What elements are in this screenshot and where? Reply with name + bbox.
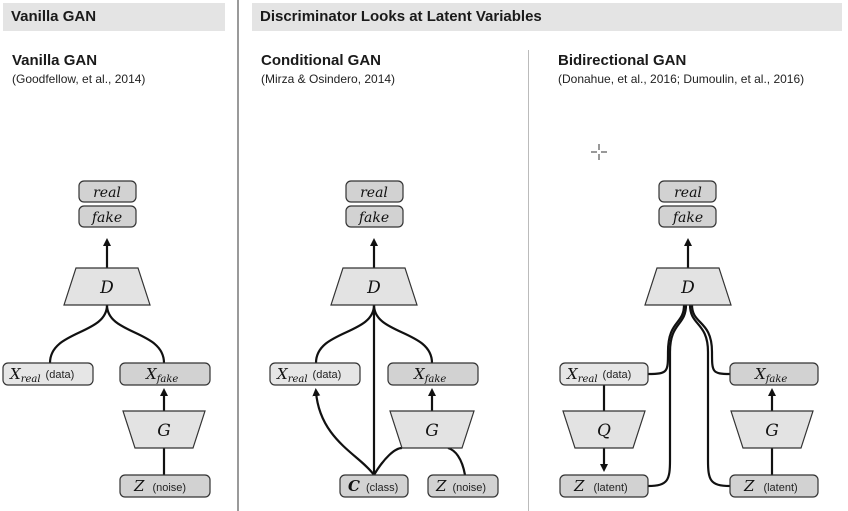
- fake-box: [78, 205, 137, 228]
- z-latent-g-label: Z(latent): [743, 477, 798, 495]
- generator-label: G: [425, 421, 439, 441]
- x-fake-label: Xfake: [145, 365, 178, 385]
- real-box: [78, 180, 137, 203]
- divider-main: [237, 0, 239, 511]
- generator-block: [389, 410, 475, 449]
- wire-z-to-g: [447, 446, 467, 476]
- x-fake-box: [387, 362, 479, 386]
- header-vanilla: Vanilla GAN: [3, 3, 225, 31]
- generator-label: G: [157, 421, 171, 441]
- citation-bidirectional-gan: (Donahue, et al., 2016; Dumoulin, et al.…: [558, 72, 805, 86]
- z-noise-label: Z(noise): [133, 477, 186, 495]
- real-label: real: [674, 185, 702, 201]
- discriminator-block: [644, 267, 732, 306]
- discriminator-label: D: [99, 278, 114, 298]
- discriminator-label: D: [366, 278, 381, 298]
- discriminator-block: [330, 267, 418, 306]
- z-latent-g-box: [729, 474, 819, 498]
- title-bidirectional-gan: Bidirectional GAN: [558, 52, 687, 69]
- citation-vanilla-gan: (Goodfellow, et al., 2014): [12, 72, 146, 86]
- title-vanilla-gan: Vanilla GAN: [12, 52, 98, 69]
- x-real-label: Xreal(data): [276, 365, 341, 385]
- citation-conditional-gan: (Mirza & Osindero, 2014): [261, 72, 396, 86]
- panel-conditional-gan: real fake D Xreal(data) Xfake G C(class)…: [269, 180, 499, 498]
- z-latent-q-label: Z(latent): [573, 477, 628, 495]
- encoder-block: [562, 410, 646, 449]
- encoder-label: Q: [597, 421, 611, 441]
- real-label: real: [360, 185, 388, 201]
- wire-xreal-to-d: [48, 304, 109, 364]
- real-box: [345, 180, 404, 203]
- discriminator-block: [63, 267, 151, 306]
- x-real-label: Xreal(data): [566, 365, 631, 385]
- wire-c-to-g: [373, 446, 403, 476]
- z-noise-label: Z(noise): [435, 477, 486, 495]
- wire-xfake-to-d: [690, 304, 731, 376]
- generator-block: [730, 410, 814, 449]
- x-fake-label: Xfake: [413, 365, 446, 385]
- wire-xfake-to-d: [372, 304, 434, 364]
- x-fake-label: Xfake: [754, 365, 787, 385]
- generator-label: G: [765, 421, 779, 441]
- fake-label: fake: [358, 210, 389, 226]
- x-real-box: [2, 362, 94, 386]
- x-real-box: [559, 362, 649, 386]
- fake-label: fake: [672, 210, 703, 226]
- c-class-label: C(class): [348, 477, 398, 495]
- wire-xreal-to-d: [314, 304, 376, 364]
- x-real-box: [269, 362, 361, 386]
- crosshair-cursor-icon: [591, 144, 607, 160]
- panel-bidirectional-gan: real fake D Xreal(data) Xfake Q G Z(late…: [559, 180, 819, 498]
- z-latent-q-box: [559, 474, 649, 498]
- real-box: [658, 180, 717, 203]
- discriminator-label: D: [680, 278, 695, 298]
- fake-box: [658, 205, 717, 228]
- wire-zg-to-d: [688, 304, 731, 488]
- wire-xreal-to-d: [647, 304, 686, 376]
- x-real-label: Xreal(data): [9, 365, 74, 385]
- c-class-box: [339, 474, 409, 498]
- fake-label: fake: [91, 210, 122, 226]
- x-fake-box: [119, 362, 211, 386]
- generator-block: [122, 410, 206, 449]
- header-latent: Discriminator Looks at Latent Variables: [252, 3, 842, 31]
- panel-vanilla-gan: real fake D Xreal(data) Xfake G Z(noise): [2, 180, 211, 498]
- title-conditional-gan: Conditional GAN: [261, 52, 381, 69]
- real-label: real: [93, 185, 121, 201]
- wire-c-to-xreal: [312, 388, 375, 476]
- z-noise-box: [119, 474, 211, 498]
- divider-panels: [528, 50, 529, 511]
- wire-xfake-to-d: [105, 304, 166, 364]
- fake-box: [345, 205, 404, 228]
- x-fake-box: [729, 362, 819, 386]
- z-noise-box: [427, 474, 499, 498]
- wire-zq-to-d: [647, 304, 688, 488]
